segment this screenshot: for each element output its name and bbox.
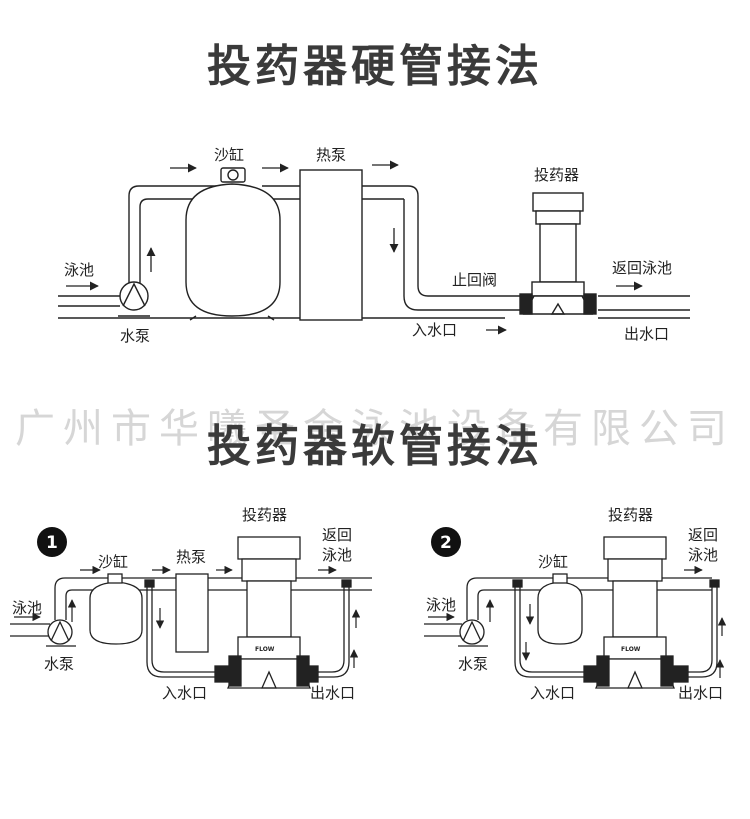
label-sand-filter-2: 沙缸: [538, 553, 568, 571]
label-return-pool: 返回泳池: [612, 259, 672, 277]
hard-pipe-diagram: [58, 167, 690, 321]
soft-pipe-title: 投药器软管接法: [207, 421, 543, 472]
pump-icon: [119, 281, 149, 311]
pump-icon-1: [47, 619, 73, 645]
label-return-1b: 泳池: [322, 546, 352, 564]
label-outlet-2: 出水口: [678, 684, 723, 702]
label-return-2b: 泳池: [688, 546, 718, 564]
label-pump-2: 水泵: [458, 655, 488, 673]
chlorinator-icon: [539, 223, 577, 283]
label-pool-2: 泳池: [426, 596, 456, 614]
label-pool: 泳池: [64, 261, 94, 279]
label-pool-1: 泳池: [12, 599, 42, 617]
label-return-2a: 返回: [688, 526, 718, 544]
label-inlet: 入水口: [412, 321, 457, 339]
pump-triangle: [122, 282, 146, 307]
heat-pump-icon-1: [175, 573, 209, 653]
label-outlet-1: 出水口: [310, 684, 355, 702]
badge-1-number: 1: [46, 533, 58, 553]
chlorinator-icon-2: [612, 580, 658, 638]
label-sand-filter: 沙缸: [214, 146, 244, 164]
watermark: 广州市华曦圣金泳池设备有限公司: [15, 406, 735, 452]
label-sand-filter-1: 沙缸: [98, 553, 128, 571]
pump-icon-2: [459, 619, 485, 645]
label-heat-pump-1: 热泵: [176, 548, 206, 566]
pipe-riser-outer: [128, 185, 225, 288]
label-chlorinator: 投药器: [534, 166, 579, 184]
soft-pipe-diagram-2: [424, 536, 720, 689]
label-chlorinator-1: 投药器: [242, 506, 287, 524]
chlorinator-icon-1: [246, 580, 292, 638]
sand-filter-icon-2: [537, 581, 583, 645]
label-inlet-1: 入水口: [162, 684, 207, 702]
flow-label-1: FLOW: [255, 646, 275, 653]
soft-pipe-diagram-1: [10, 536, 372, 689]
flow-label-2: FLOW: [621, 646, 641, 653]
label-heat-pump: 热泵: [316, 146, 346, 164]
heat-pump-icon: [299, 169, 363, 321]
hard-pipe-title: 投药器硬管接法: [207, 41, 543, 92]
label-chlorinator-2: 投药器: [608, 506, 653, 524]
pipe-riser-inner: [139, 198, 225, 288]
pipe-down-inner: [403, 199, 520, 311]
label-pump-1: 水泵: [44, 655, 74, 673]
label-outlet: 出水口: [624, 325, 669, 343]
label-check-valve: 止回阀: [452, 271, 497, 289]
sand-filter-icon: [185, 183, 281, 317]
label-inlet-2: 入水口: [530, 684, 575, 702]
label-pump: 水泵: [120, 327, 150, 345]
pipe-down-outer: [407, 185, 520, 297]
badge-2: [431, 527, 461, 557]
label-return-1a: 返回: [322, 526, 352, 544]
badge-2-number: 2: [440, 533, 452, 553]
sand-filter-icon-1: [89, 581, 143, 645]
badge-1: [37, 527, 67, 557]
